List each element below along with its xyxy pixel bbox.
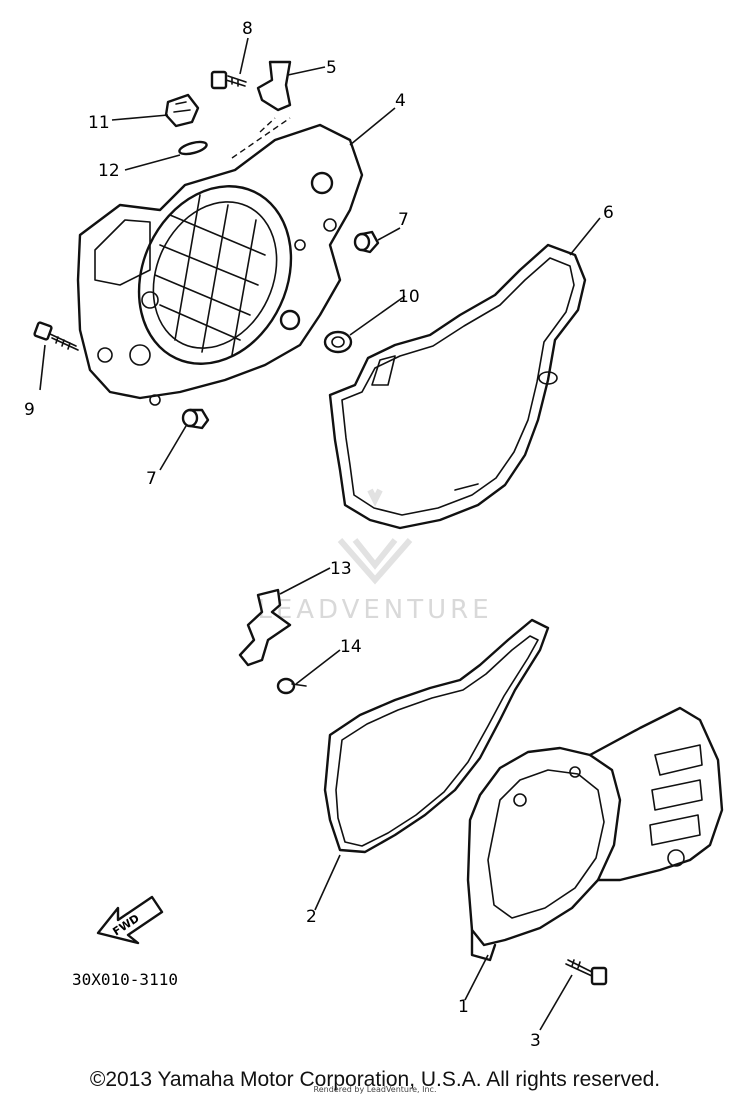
part-7-dowel-pin-upper [353, 230, 380, 254]
callout-7-lower: 7 [146, 469, 157, 489]
part-14-screw [276, 677, 307, 695]
assembly-line [231, 117, 291, 159]
callout-9: 9 [24, 400, 35, 420]
part-5-bracket [256, 60, 292, 112]
callout-10: 10 [398, 287, 420, 307]
watermark-logo [337, 488, 413, 585]
part-2-gasket [323, 618, 550, 854]
callout-13: 13 [330, 559, 352, 579]
render-credit: Rendered by LeadVenture, Inc. [314, 1085, 437, 1094]
callout-4: 4 [395, 91, 406, 111]
part-6-gasket [328, 243, 587, 530]
leader-lines [39, 37, 601, 1031]
callout-14: 14 [340, 637, 362, 657]
watermark-text: LEADVENTURE [257, 595, 492, 625]
part-12-o-ring [178, 140, 208, 156]
part-7-dowel-pin-lower [181, 408, 210, 430]
callout-6: 6 [603, 203, 614, 223]
part-8-bolt [210, 70, 247, 90]
callout-1: 1 [458, 997, 469, 1017]
part-4-crankcase-cover [76, 123, 364, 406]
fwd-arrow: FWD [96, 895, 164, 945]
watermark: LEADVENTURE [257, 488, 492, 625]
callout-3: 3 [530, 1031, 541, 1051]
part-10-oil-seal [323, 330, 353, 354]
callout-12: 12 [98, 161, 120, 181]
callouts: 8 5 4 11 12 7 10 6 9 7 13 14 2 1 3 [24, 19, 614, 1051]
part-3-bolt [565, 959, 608, 986]
callout-5: 5 [326, 58, 337, 78]
part-13-clamp [238, 588, 292, 667]
callout-11: 11 [88, 113, 110, 133]
callout-2: 2 [306, 907, 317, 927]
drawing-code: 30X010-3110 [72, 970, 178, 989]
part-1-crankcase-cover [466, 706, 724, 962]
callout-7-upper: 7 [398, 210, 409, 230]
part-9-bolt [33, 321, 79, 351]
part-11-filler-plug [164, 93, 200, 128]
callout-8: 8 [242, 19, 253, 39]
copyright-notice: ©2013 Yamaha Motor Corporation, U.S.A. A… [89, 1068, 661, 1091]
